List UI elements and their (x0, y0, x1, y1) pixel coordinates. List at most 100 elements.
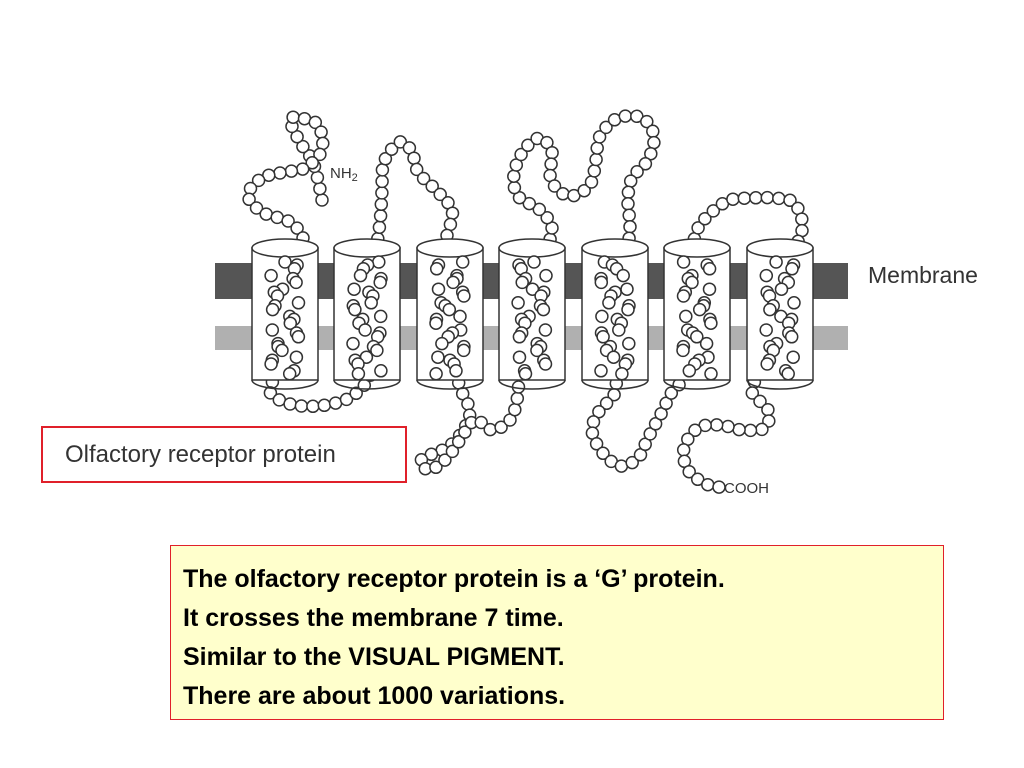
amino-acid-bead (556, 187, 570, 201)
amino-acid-bead (393, 135, 408, 149)
amino-acid-bead (589, 437, 604, 451)
amino-acid-bead (313, 147, 327, 162)
note-line-variations: There are about 1000 variations. (183, 682, 566, 710)
amino-acid-bead (612, 323, 626, 337)
amino-acid-bead (594, 364, 608, 378)
amino-acid-bead (349, 386, 363, 401)
amino-acid-bead (249, 201, 264, 215)
amino-acid-bead (755, 422, 769, 437)
amino-acid-bead (375, 163, 390, 177)
amino-acid-bead (451, 435, 466, 449)
amino-acid-bead (372, 220, 387, 235)
amino-acid-bead (760, 190, 775, 205)
amino-acid-bead (431, 282, 446, 296)
amino-acid-bead (515, 275, 529, 290)
amino-acid-bead (676, 289, 691, 303)
helix-cylinder-top (251, 238, 319, 258)
amino-acid-bead (640, 114, 654, 129)
amino-acid-bead (494, 420, 508, 434)
amino-acid-bead (265, 302, 280, 317)
olfactory-receptor-label-box: Olfactory receptor protein (41, 426, 407, 483)
amino-acid-bead (621, 185, 636, 200)
amino-acid-bead (540, 210, 554, 225)
amino-acid-bead (763, 302, 777, 317)
transmembrane-helix (333, 238, 401, 390)
amino-acid-bead (511, 296, 525, 310)
amino-acid-bead (282, 367, 297, 381)
amino-acid-bead (445, 206, 460, 220)
helix-cylinder-top (746, 238, 814, 258)
amino-acid-bead (625, 455, 639, 470)
amino-acid-bead (281, 214, 295, 228)
amino-acid-bead (286, 110, 300, 124)
helix-cylinder-bottom (251, 379, 319, 390)
amino-acid-bead (721, 419, 735, 434)
note-line-g-protein: The olfactory receptor protein is a ‘G’ … (183, 565, 725, 593)
amino-acid-bead (623, 174, 638, 188)
amino-acid-bead (774, 282, 789, 296)
transmembrane-helices (251, 238, 814, 390)
amino-acid-bead (618, 109, 633, 123)
amino-acid-bead (284, 164, 299, 178)
amino-acid-bead (664, 386, 679, 400)
amino-acid-bead (648, 417, 663, 431)
amino-acid-bead (676, 343, 690, 358)
olfactory-receptor-diagram: Membrane NH2 COOH (215, 109, 978, 497)
amino-acid-bead (596, 446, 610, 461)
amino-acid-bead (589, 152, 603, 167)
amino-acid-bead (682, 364, 697, 378)
amino-acid-bead (726, 192, 740, 206)
amino-acid-bead (429, 262, 444, 276)
amino-acid-bead (310, 170, 325, 185)
amino-acid-bead (759, 268, 774, 283)
transmembrane-helix (251, 238, 319, 390)
amino-acid-bead (706, 204, 721, 218)
amino-acid-bead (787, 296, 801, 310)
amino-acid-bead (644, 146, 658, 161)
amino-acid-bead (702, 282, 717, 296)
amino-acid-bead (688, 423, 702, 438)
helix-cylinder-bottom (333, 379, 401, 390)
amino-acid-bead (539, 268, 553, 283)
amino-acid-bead (522, 196, 537, 211)
amino-acid-bead (749, 191, 763, 205)
helix-cylinder-bottom (581, 379, 649, 390)
c-terminus-label: COOH (724, 480, 769, 497)
amino-acid-bead (761, 402, 775, 417)
amino-acid-bead (446, 275, 460, 290)
amino-acid-bead (290, 221, 304, 235)
amino-acid-bead (305, 156, 319, 170)
amino-acid-bead (592, 130, 607, 144)
amino-acid-bead (370, 343, 384, 358)
amino-acid-bead (347, 282, 361, 296)
amino-acid-bead (291, 330, 306, 344)
amino-acid-bead (508, 402, 522, 417)
amino-acid-bead (685, 275, 699, 290)
note-line-visual-pigment: Similar to the VISUAL PIGMENT. (183, 643, 565, 671)
amino-acid-bead (364, 296, 378, 310)
amino-acid-bead (682, 464, 696, 479)
amino-acid-bead (316, 136, 330, 151)
amino-acid-bead (538, 323, 553, 337)
amino-acid-bead (698, 211, 712, 226)
amino-acid-bead (315, 193, 329, 207)
amino-acid-bead (375, 174, 389, 189)
amino-acid-bead (407, 151, 421, 165)
amino-acid-bead (702, 262, 717, 276)
amino-acid-bead (536, 302, 551, 317)
amino-acid-bead (313, 181, 327, 196)
amino-acid-bead (584, 175, 599, 189)
amino-acid-bead (745, 386, 760, 400)
amino-acid-bead (453, 309, 467, 324)
amino-acid-bead (587, 164, 602, 178)
amino-acid-bead (769, 255, 783, 269)
amino-acid-bead (416, 171, 431, 186)
amino-acid-bead (438, 453, 452, 467)
amino-acid-bead (676, 255, 691, 269)
amino-acid-bead (547, 179, 562, 193)
n-terminus-label: NH2 (330, 165, 358, 184)
amino-acid-bead (622, 336, 636, 351)
amino-acid-bead (521, 138, 535, 153)
amino-acid-bead (712, 480, 726, 494)
amino-acid-bead (622, 208, 636, 223)
